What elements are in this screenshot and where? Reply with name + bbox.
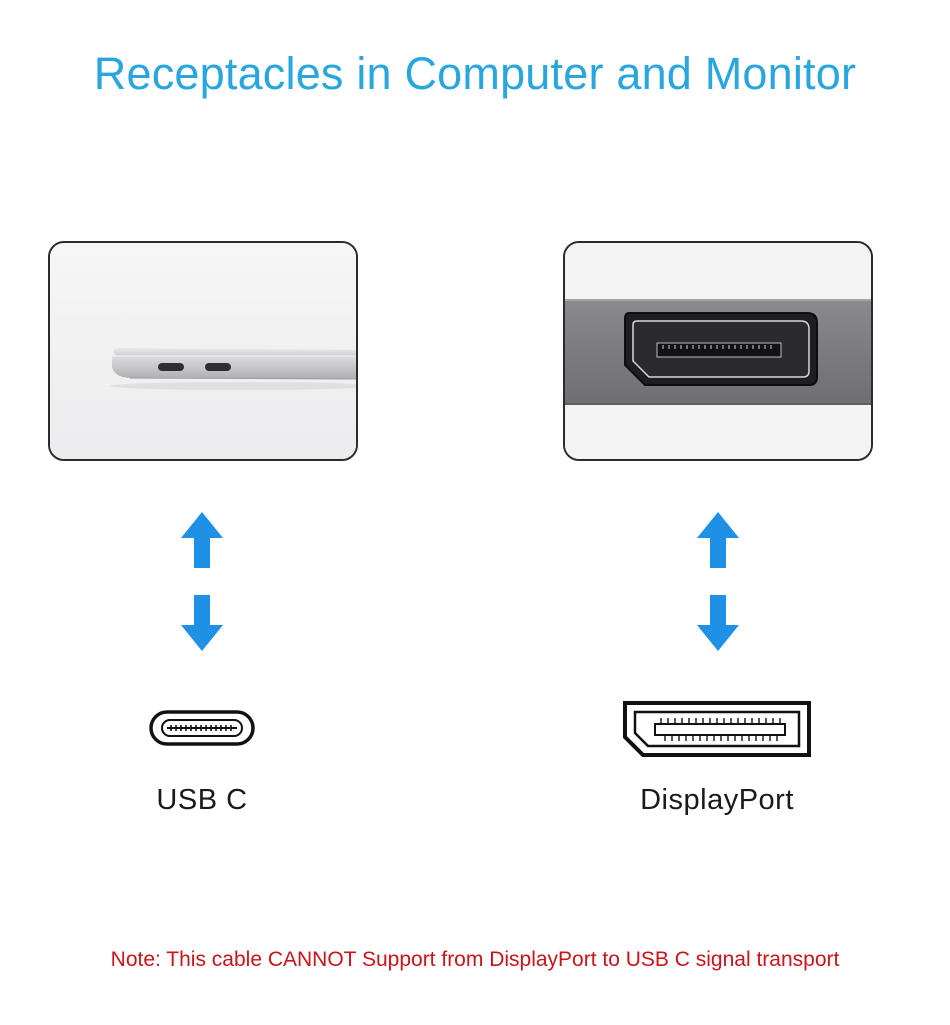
up-arrow-icon: [181, 512, 223, 568]
usb-c-label: USB C: [156, 784, 248, 816]
down-arrow-icon: [181, 595, 223, 651]
usb-c-icon: [149, 710, 255, 746]
laptop-usb-c-ports-icon: [50, 243, 356, 459]
compatibility-note: Note: This cable CANNOT Support from Dis…: [110, 948, 840, 971]
laptop-photo-panel: [48, 241, 358, 461]
displayport-icon: [623, 701, 811, 757]
page-title: Receptacles in Computer and Monitor: [93, 48, 857, 99]
displayport-label: DisplayPort: [640, 784, 794, 816]
monitor-photo-panel: [563, 241, 873, 461]
up-arrow-icon: [697, 512, 739, 568]
monitor-displayport-receptacle-icon: [565, 243, 871, 459]
down-arrow-icon: [697, 595, 739, 651]
